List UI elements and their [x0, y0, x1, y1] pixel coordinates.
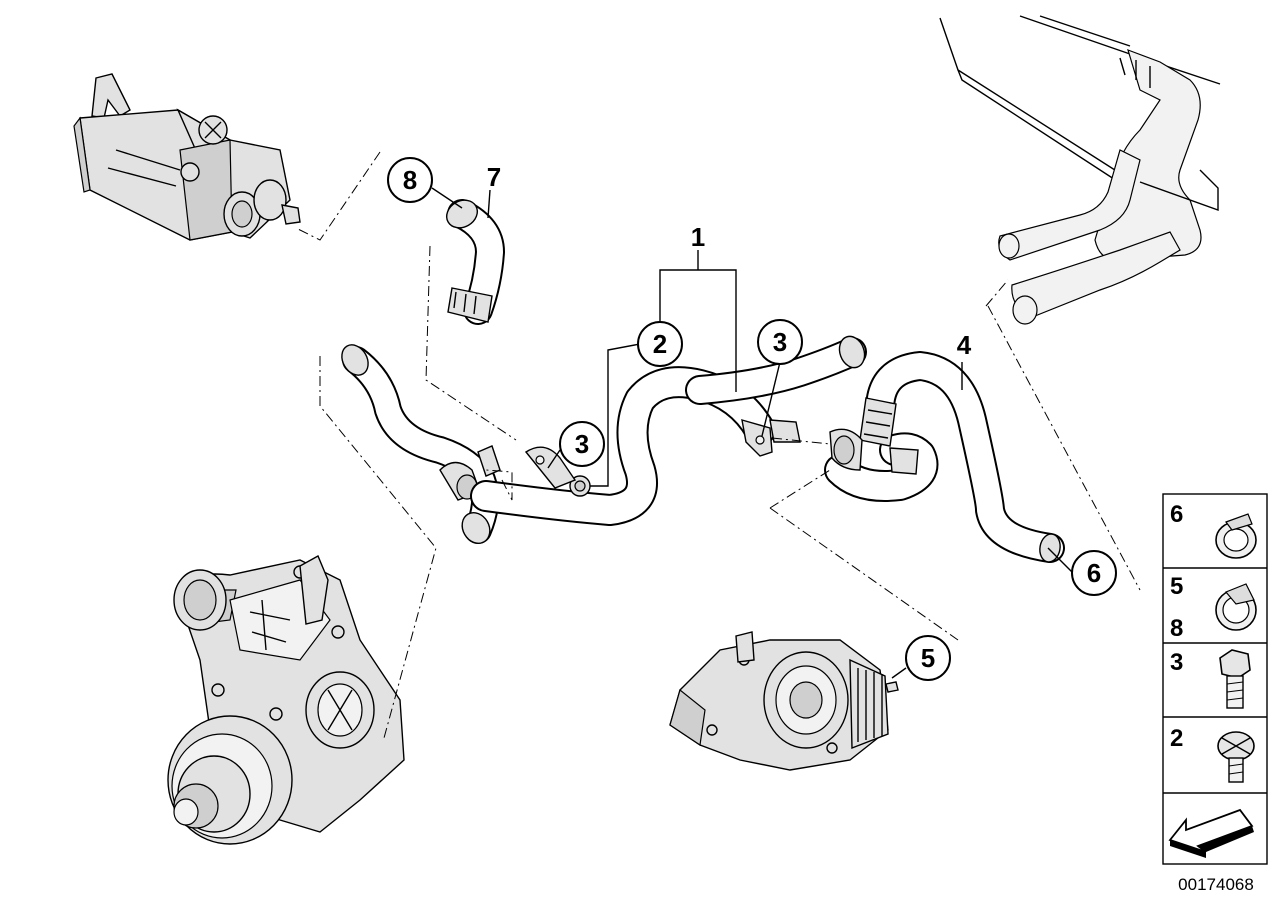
svg-text:3: 3	[1170, 649, 1183, 676]
svg-text:5: 5	[1170, 573, 1183, 600]
valve-unit-illustration	[73, 73, 301, 241]
svg-text:2: 2	[653, 329, 667, 359]
callout-6: 6	[1071, 550, 1117, 596]
callout-4: 4	[957, 330, 972, 360]
svg-text:8: 8	[1170, 615, 1183, 642]
svg-text:5: 5	[921, 643, 935, 673]
diagram-id: 00174068	[1178, 875, 1254, 894]
water-pump-illustration	[167, 555, 405, 845]
callout-8: 8	[387, 157, 433, 203]
direction-arrow-icon	[1168, 808, 1254, 858]
svg-text:1: 1	[691, 222, 705, 252]
parts-legend: 6 5 8 3 2	[1162, 493, 1268, 865]
hose-4	[824, 351, 1065, 563]
legend-row-2: 2	[1170, 725, 1255, 783]
svg-text:8: 8	[403, 165, 417, 195]
svg-text:7: 7	[487, 162, 501, 192]
svg-text:4: 4	[957, 330, 972, 360]
legend-row-6: 6	[1170, 501, 1257, 559]
hose-clip-icon	[1215, 583, 1257, 631]
leader-lines	[431, 187, 1073, 679]
svg-text:3: 3	[575, 429, 589, 459]
heater-core-illustration	[939, 15, 1221, 325]
svg-text:3: 3	[773, 327, 787, 357]
svg-text:2: 2	[1170, 725, 1183, 752]
bleed-screw-icon	[1217, 731, 1255, 783]
legend-row-5-8: 5 8	[1170, 573, 1257, 642]
hex-bolt-icon	[1219, 649, 1251, 709]
svg-text:6: 6	[1170, 501, 1183, 528]
guide-lines	[295, 151, 1141, 739]
legend-row-3: 3	[1170, 649, 1251, 709]
pump-housing-illustration	[669, 631, 899, 771]
hose-1	[470, 335, 867, 526]
hose-left	[341, 344, 501, 545]
callout-2: 2	[637, 321, 683, 367]
callout-1: 1	[691, 222, 705, 252]
callout-3b: 3	[757, 319, 803, 365]
callout-7: 7	[487, 162, 501, 192]
hose-clamp-icon	[1215, 513, 1257, 559]
callout-5: 5	[905, 635, 951, 681]
hose-7	[445, 199, 505, 325]
callout-3a: 3	[559, 421, 605, 467]
svg-text:6: 6	[1087, 558, 1101, 588]
